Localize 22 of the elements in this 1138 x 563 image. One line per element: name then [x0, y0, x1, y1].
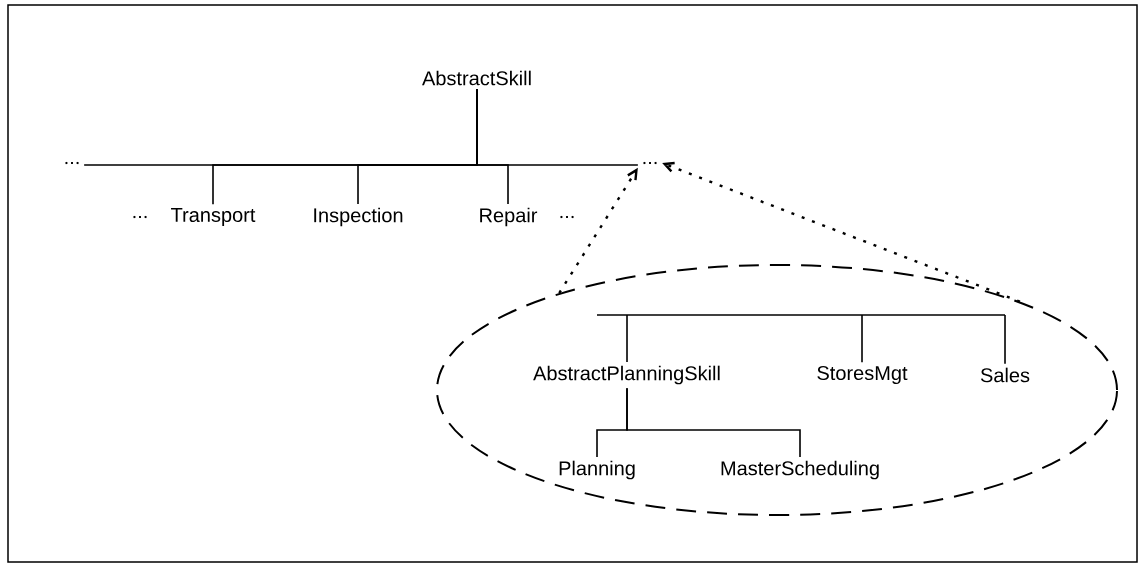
- tree-line: [476, 88, 639, 166]
- tree-line: [626, 387, 801, 458]
- class-label: AbstractPlanningSkill: [533, 365, 720, 385]
- class-label: Sales: [980, 367, 1030, 383]
- class-label: Transport: [171, 208, 256, 226]
- tree-line: [861, 314, 863, 363]
- class-label: StoresMgt: [817, 365, 908, 385]
- class-label: Planning: [559, 460, 635, 480]
- zoom-ellipse: [436, 264, 1118, 516]
- zoom-arrow: [662, 161, 1021, 303]
- class-label: Repair: [480, 207, 538, 227]
- class-label: Inspection: [314, 207, 403, 227]
- ellipsis-mark: ...: [65, 161, 79, 165]
- ellipsis-mark: ...: [560, 215, 574, 219]
- tree-line: [596, 314, 1006, 316]
- tree-line: [626, 314, 628, 363]
- tree-line: [1004, 314, 1006, 365]
- ellipsis-mark: ...: [133, 215, 147, 219]
- class-label: MasterScheduling: [721, 460, 879, 480]
- ellipsis-mark: ...: [643, 161, 657, 165]
- zoom-arrow: [558, 167, 638, 294]
- class-label: AbstractSkill: [422, 70, 531, 86]
